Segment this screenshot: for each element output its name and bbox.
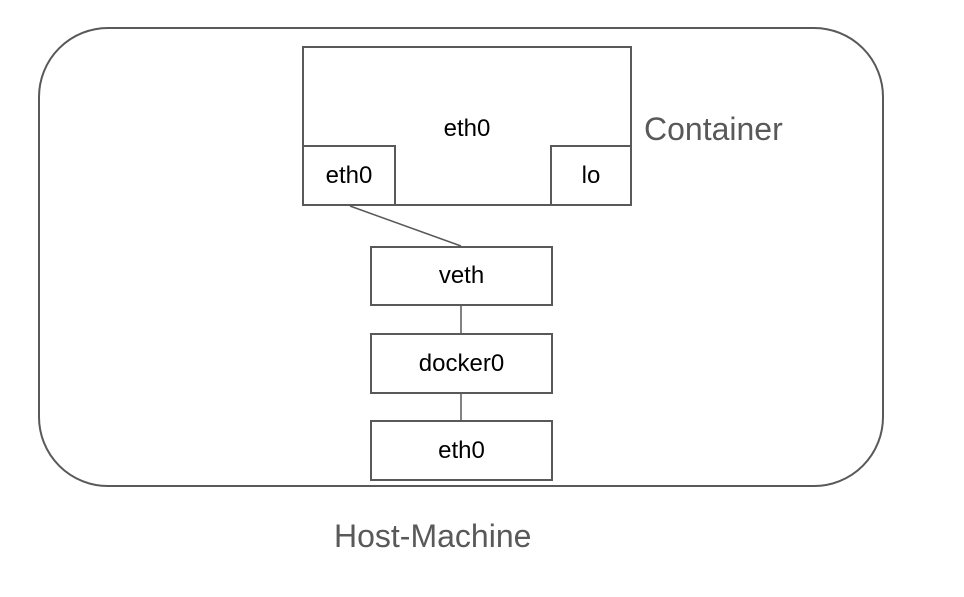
veth-interface: veth xyxy=(370,246,553,306)
host-machine-frame xyxy=(38,27,884,487)
container-label: Container xyxy=(644,111,783,147)
container-eth0-label: eth0 xyxy=(325,161,373,189)
host-machine-label: Host-Machine xyxy=(334,518,532,554)
container-title: eth0 xyxy=(443,115,491,142)
container-eth0-interface: eth0 xyxy=(302,145,396,206)
host-eth0-interface: eth0 xyxy=(370,420,553,481)
container-lo-interface: lo xyxy=(550,145,632,206)
docker0-label: docker0 xyxy=(418,349,505,377)
docker0-bridge: docker0 xyxy=(370,333,553,394)
container-lo-label: lo xyxy=(581,161,601,189)
veth-label: veth xyxy=(438,262,485,289)
container-box: eth0 xyxy=(302,46,632,206)
host-eth0-label: eth0 xyxy=(438,436,485,464)
